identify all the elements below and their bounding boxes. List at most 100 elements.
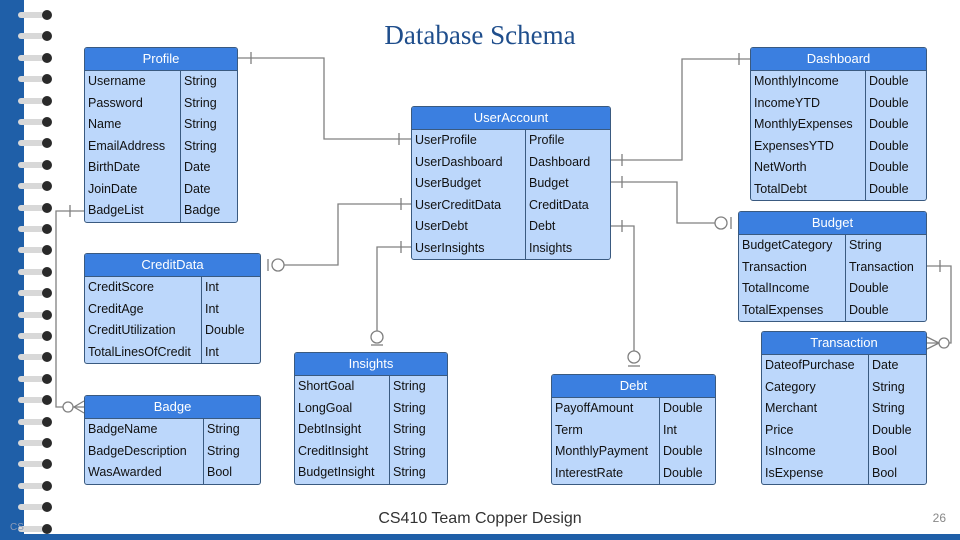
field-type: Double (849, 281, 889, 295)
field-type: Int (663, 422, 677, 437)
field-name: WasAwarded (88, 465, 162, 479)
slide-footer: CS410 Team Copper Design (378, 510, 582, 527)
binder-ring-icon (18, 31, 52, 42)
field-type: Bool (872, 465, 898, 480)
entity-badge-header: Badge (85, 396, 260, 419)
field-name: EmailAddress (88, 138, 166, 153)
field-type: Int (205, 301, 219, 316)
link-profile-useraccount (238, 57, 412, 140)
binder-ring-icon (18, 95, 52, 106)
entity-badge: Badge BadgeName BadgeDescription WasAwar… (84, 395, 261, 485)
field-type: Double (869, 160, 909, 174)
field-name: ExpensesYTD (754, 138, 834, 153)
entity-insights-header: Insights (295, 353, 447, 376)
field-name: BadgeList (88, 203, 144, 217)
binder-ring-icon (18, 459, 52, 470)
field-type: Double (205, 323, 245, 337)
field-name: UserDashboard (415, 154, 503, 169)
link-creditdata-useraccount (284, 203, 412, 266)
field-type: Transaction (849, 259, 914, 274)
field-name: UserDebt (415, 219, 468, 233)
entity-dashboard: Dashboard MonthlyIncome IncomeYTD Monthl… (750, 47, 927, 201)
field-name: IncomeYTD (754, 95, 820, 110)
field-name: BadgeDescription (88, 443, 187, 458)
field-name: Category (765, 379, 816, 394)
binder-ring-icon (18, 309, 52, 320)
link-insights-useraccount (376, 246, 412, 331)
field-type: Dashboard (529, 154, 591, 169)
field-name: UserBudget (415, 176, 482, 190)
binder-ring-icon (18, 373, 52, 384)
entity-creditdata: CreditData CreditScore CreditAge CreditU… (84, 253, 261, 364)
field-type: String (184, 117, 217, 131)
entity-dashboard-header: Dashboard (751, 48, 926, 71)
binder-ring-icon (18, 331, 52, 341)
field-type: String (393, 465, 426, 479)
field-name: CreditAge (88, 301, 144, 316)
field-name: IsIncome (765, 444, 816, 458)
field-type: CreditData (529, 197, 589, 212)
entity-insights: Insights ShortGoal LongGoal DebtInsight … (294, 352, 448, 485)
field-type: String (849, 238, 882, 252)
field-type: Bool (207, 465, 233, 479)
entity-transaction: Transaction DateofPurchase Category Merc… (761, 331, 927, 485)
field-name: ShortGoal (298, 379, 355, 393)
field-name: DebtInsight (298, 422, 362, 436)
link-debt-useraccount (611, 225, 635, 351)
field-name: JoinDate (88, 181, 138, 196)
field-type: String (184, 138, 217, 153)
link-profile-badge (55, 210, 84, 408)
field-type: Double (872, 422, 912, 437)
field-type: Int (205, 280, 219, 294)
field-type: Double (869, 117, 909, 131)
field-name: BirthDate (88, 160, 141, 174)
field-name: DateofPurchase (765, 358, 855, 372)
field-type: Budget (529, 176, 569, 190)
entity-transaction-header: Transaction (762, 332, 926, 355)
field-name: Username (88, 74, 146, 88)
field-name: NetWorth (754, 160, 807, 174)
binder-ring-icon (18, 245, 52, 256)
binder-ring-icon (18, 395, 52, 406)
bottom-band (0, 534, 960, 540)
binder-ring-icon (18, 10, 52, 20)
entity-useraccount: UserAccount UserProfile UserDashboard Us… (411, 106, 611, 260)
binder-ring-icon (18, 352, 52, 363)
field-type: Double (869, 74, 909, 88)
link-budget-useraccount (611, 181, 715, 224)
field-type: String (184, 95, 217, 110)
field-type: Double (663, 465, 703, 480)
field-name: TotalExpenses (742, 302, 824, 317)
field-name: BudgetInsight (298, 465, 375, 479)
field-name: Price (765, 422, 794, 437)
field-type: Date (872, 358, 899, 372)
entity-creditdata-header: CreditData (85, 254, 260, 277)
binder-ring-icon (18, 523, 52, 534)
field-type: Profile (529, 133, 565, 147)
binder-ring-icon (18, 480, 52, 491)
corner-text: CS (10, 522, 24, 533)
binder-ring-icon (18, 181, 52, 192)
field-type: Badge (184, 203, 221, 217)
binder-ring-icon (18, 138, 52, 149)
entity-budget: Budget BudgetCategory Transaction TotalI… (738, 211, 927, 322)
field-name: BadgeName (88, 422, 158, 436)
entity-useraccount-header: UserAccount (412, 107, 610, 130)
field-name: TotalLinesOfCredit (88, 344, 191, 359)
binder-ring-icon (18, 502, 52, 513)
field-type: String (207, 422, 240, 436)
field-type: String (393, 443, 426, 458)
page-number: 26 (932, 511, 946, 525)
field-name: Transaction (742, 259, 807, 274)
binder-ring-icon (18, 52, 52, 63)
field-name: MonthlyExpenses (754, 117, 853, 131)
field-type: Double (849, 302, 889, 317)
field-name: CreditUtilization (88, 323, 176, 337)
field-name: Merchant (765, 401, 818, 415)
field-type: Date (184, 160, 211, 174)
field-type: Double (869, 138, 909, 153)
field-type: Int (205, 344, 219, 359)
binder-ring-icon (18, 288, 52, 299)
field-type: String (872, 401, 905, 415)
binder-ring-icon (18, 438, 52, 448)
